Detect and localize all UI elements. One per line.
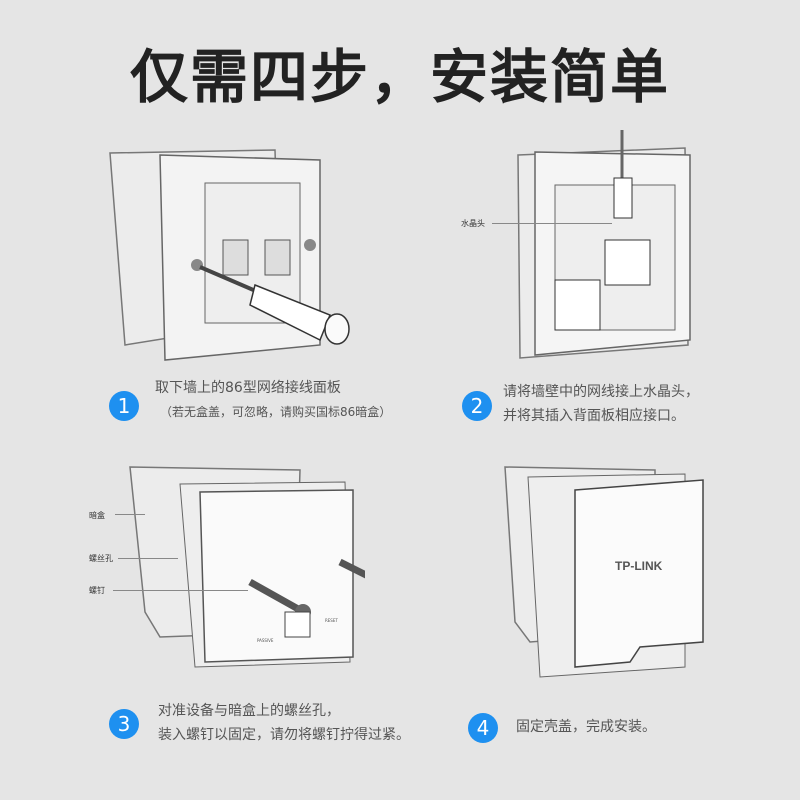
page-title: 仅需四步，安装简单 [129, 43, 670, 111]
step-2-line2: 并将其插入背面板相应接口。 [503, 408, 685, 424]
callout-line [492, 223, 612, 224]
callout-screw: 螺钉 [89, 586, 105, 595]
callout-line [115, 514, 145, 515]
step-3-badge: 3 [109, 709, 139, 739]
step4-illustration: TP-LINK [504, 466, 704, 678]
step1-illustration [109, 149, 350, 361]
step-1-line2: （若无盒盖，可忽略，请购买国标86暗盒） [160, 405, 392, 419]
step-1-line1: 取下墙上的86型网络接线面板 [155, 380, 341, 396]
callout-rj45: 水晶头 [461, 219, 485, 228]
reset-label: RESET [325, 618, 338, 623]
callout-back-box: 暗盒 [89, 511, 105, 520]
step2-illustration [517, 130, 691, 359]
step-2-line1: 请将墙壁中的网线接上水晶头， [503, 384, 699, 400]
step-4-line1: 固定壳盖，完成安装。 [516, 719, 656, 735]
brand-logo: TP-LINK [615, 559, 663, 573]
callout-line [118, 558, 178, 559]
step-1-badge: 1 [109, 391, 139, 421]
passive-label: PASSIVE [257, 638, 274, 643]
step-2-badge: 2 [462, 391, 492, 421]
callout-line [113, 590, 248, 591]
step-3-line1: 对准设备与暗盒上的螺丝孔， [158, 703, 340, 719]
step3-illustration: PASSIVE RESET [129, 466, 365, 668]
step-3-line2: 装入螺钉以固定，请勿将螺钉拧得过紧。 [158, 727, 410, 743]
callout-screw-hole: 螺丝孔 [89, 554, 113, 563]
step-4-badge: 4 [468, 713, 498, 743]
